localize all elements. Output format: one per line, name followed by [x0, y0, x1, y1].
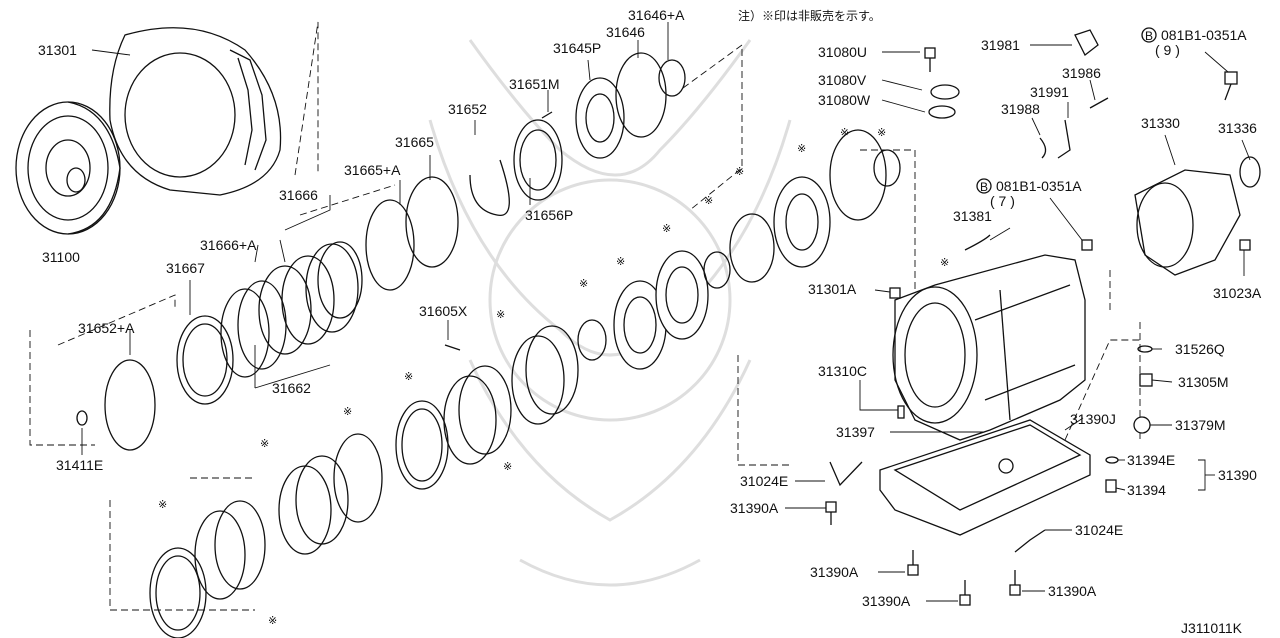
non-sale-mark: ※ — [704, 194, 713, 207]
circled-b-symbol: B — [980, 180, 988, 194]
part-label-31336: 31336 — [1218, 120, 1257, 136]
non-sale-mark: ※ — [662, 222, 671, 235]
non-sale-mark: ※ — [404, 370, 413, 383]
non-sale-mark: ※ — [797, 142, 806, 155]
part-label-31986: 31986 — [1062, 65, 1101, 81]
part-label-31662: 31662 — [272, 380, 311, 396]
part-label-31080w: 31080W — [818, 92, 871, 108]
circled-b-symbol: B — [1145, 29, 1153, 43]
part-label-31665-a: 31665+A — [344, 162, 401, 178]
part-label-31665: 31665 — [395, 134, 434, 150]
part-label-31652: 31652 — [448, 101, 487, 117]
part-label-31390j: 31390J — [1070, 411, 1116, 427]
part-label-31023a: 31023A — [1213, 285, 1262, 301]
oil-pan — [879, 419, 1091, 536]
part-label-31394e: 31394E — [1127, 452, 1175, 468]
non-sale-mark: ※ — [877, 126, 886, 139]
non-sale-mark: ※ — [616, 255, 625, 268]
watermark-emblem — [428, 39, 792, 587]
part-label-31526q: 31526Q — [1175, 341, 1225, 357]
converter-housing — [109, 27, 282, 196]
torque-converter — [15, 101, 121, 235]
part-label-31390a-2: 31390A — [810, 564, 859, 580]
part-label-31646: 31646 — [606, 24, 645, 40]
part-label-31666-a: 31666+A — [200, 237, 257, 253]
part-label-31024e-right: 31024E — [1075, 522, 1123, 538]
part-label-31411e: 31411E — [56, 457, 103, 473]
part-label-31390: 31390 — [1218, 467, 1257, 483]
non-sale-mark: ※ — [840, 126, 849, 139]
non-sale-mark: ※ — [503, 460, 512, 473]
non-sale-mark: ※ — [268, 614, 277, 627]
part-label-31651m: 31651M — [509, 76, 560, 92]
non-sale-mark: ※ — [260, 437, 269, 450]
leader-lines — [81, 22, 1251, 602]
part-label-31390a-1: 31390A — [730, 500, 779, 516]
part-label-qty-7: ( 7 ) — [990, 193, 1015, 209]
part-label-31100: 31100 — [42, 249, 80, 265]
diagram-code: J311011K — [1181, 620, 1243, 636]
part-label-31301a: 31301A — [808, 281, 857, 297]
snap-rings-left — [76, 159, 510, 451]
clutch-plate-stack-lower — [149, 325, 579, 638]
part-label-31301: 31301 — [38, 42, 77, 58]
part-label-bolt-9: 081B1-0351A — [1161, 27, 1247, 43]
non-sale-mark: ※ — [158, 498, 167, 511]
part-label-qty-9: ( 9 ) — [1155, 42, 1180, 58]
part-label-bolt-7: 081B1-0351A — [996, 178, 1082, 194]
part-label-31330: 31330 — [1141, 115, 1180, 131]
part-labels: 31301 31100 31666 31666+A 31667 31665 31… — [38, 7, 1262, 609]
centre-gear-components — [444, 52, 901, 370]
non-sale-mark: ※ — [343, 405, 352, 418]
part-label-31605x: 31605X — [419, 303, 468, 319]
non-sale-mark: ※ — [496, 308, 505, 321]
part-label-31305m: 31305M — [1178, 374, 1229, 390]
non-sale-mark: ※ — [735, 165, 744, 178]
part-label-31381: 31381 — [953, 208, 992, 224]
part-label-31981: 31981 — [981, 37, 1020, 53]
non-sale-marks: ※ ※ ※ ※ ※ ※ ※ ※ ※ ※ ※ ※ ※ ※ ※ ※ — [158, 126, 949, 627]
part-label-31646-a: 31646+A — [628, 7, 685, 23]
part-label-31080v: 31080V — [818, 72, 867, 88]
fastener-parts — [825, 29, 1251, 606]
part-label-31390a-4: 31390A — [1048, 583, 1097, 599]
part-label-31991: 31991 — [1030, 84, 1069, 100]
part-label-31024e-left: 31024E — [740, 473, 788, 489]
non-sale-note: 注）※印は非販売を示す。 — [738, 8, 881, 23]
circled-b-symbols: B B — [976, 27, 1157, 194]
extension-housing — [1134, 156, 1261, 276]
clutch-plate-stack-upper — [176, 241, 363, 405]
part-label-31652-a: 31652+A — [78, 320, 135, 336]
part-label-31656p: 31656P — [525, 207, 573, 223]
part-label-31390a-3: 31390A — [862, 593, 911, 609]
part-label-31379m: 31379M — [1175, 417, 1226, 433]
transmission-case — [892, 254, 1086, 441]
part-label-31310c: 31310C — [818, 363, 867, 379]
non-sale-mark: ※ — [940, 256, 949, 269]
part-label-31667: 31667 — [166, 260, 205, 276]
non-sale-mark: ※ — [579, 277, 588, 290]
part-label-31666: 31666 — [279, 187, 318, 203]
part-label-31394: 31394 — [1127, 482, 1166, 498]
part-label-31397: 31397 — [836, 424, 875, 440]
part-label-31645p: 31645P — [553, 40, 601, 56]
part-label-31988: 31988 — [1001, 101, 1040, 117]
part-label-31080u: 31080U — [818, 44, 867, 60]
